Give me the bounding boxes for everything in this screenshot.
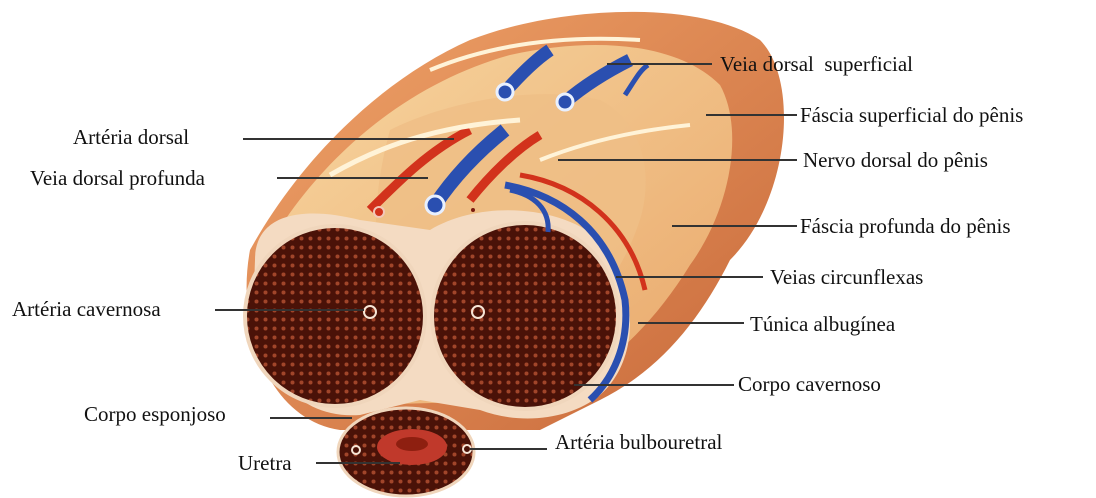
label-veias-circunflexas: Veias circunflexas xyxy=(770,265,923,289)
label-fascia-superficial: Fáscia superficial do pênis xyxy=(800,103,1023,127)
label-veia-dorsal-superficial: Veia dorsal superficial xyxy=(720,52,913,76)
label-corpo-esponjoso: Corpo esponjoso xyxy=(84,402,226,426)
nerve-dot xyxy=(471,208,475,212)
label-arteria-bulbouretral: Artéria bulbouretral xyxy=(555,430,723,454)
label-arteria-dorsal: Artéria dorsal xyxy=(73,125,189,149)
label-veia-dorsal-profunda: Veia dorsal profunda xyxy=(30,166,206,190)
superficial-dorsal-vein-2-end xyxy=(557,94,573,110)
anatomy-illustration xyxy=(245,12,784,496)
deep-dorsal-vein-end xyxy=(426,196,444,214)
superficial-dorsal-vein-1-end xyxy=(497,84,513,100)
label-arteria-cavernosa: Artéria cavernosa xyxy=(12,297,161,321)
label-corpo-cavernoso: Corpo cavernoso xyxy=(738,372,881,396)
right-corpus-cavernosum xyxy=(432,223,618,409)
dorsal-artery-end xyxy=(374,207,384,217)
urethra-lumen xyxy=(396,437,428,451)
label-nervo-dorsal: Nervo dorsal do pênis xyxy=(803,148,988,172)
label-tunica-albuginea: Túnica albugínea xyxy=(750,312,896,336)
label-uretra: Uretra xyxy=(238,451,292,475)
left-corpus-cavernosum xyxy=(245,226,425,406)
label-fascia-profunda: Fáscia profunda do pênis xyxy=(800,214,1011,238)
